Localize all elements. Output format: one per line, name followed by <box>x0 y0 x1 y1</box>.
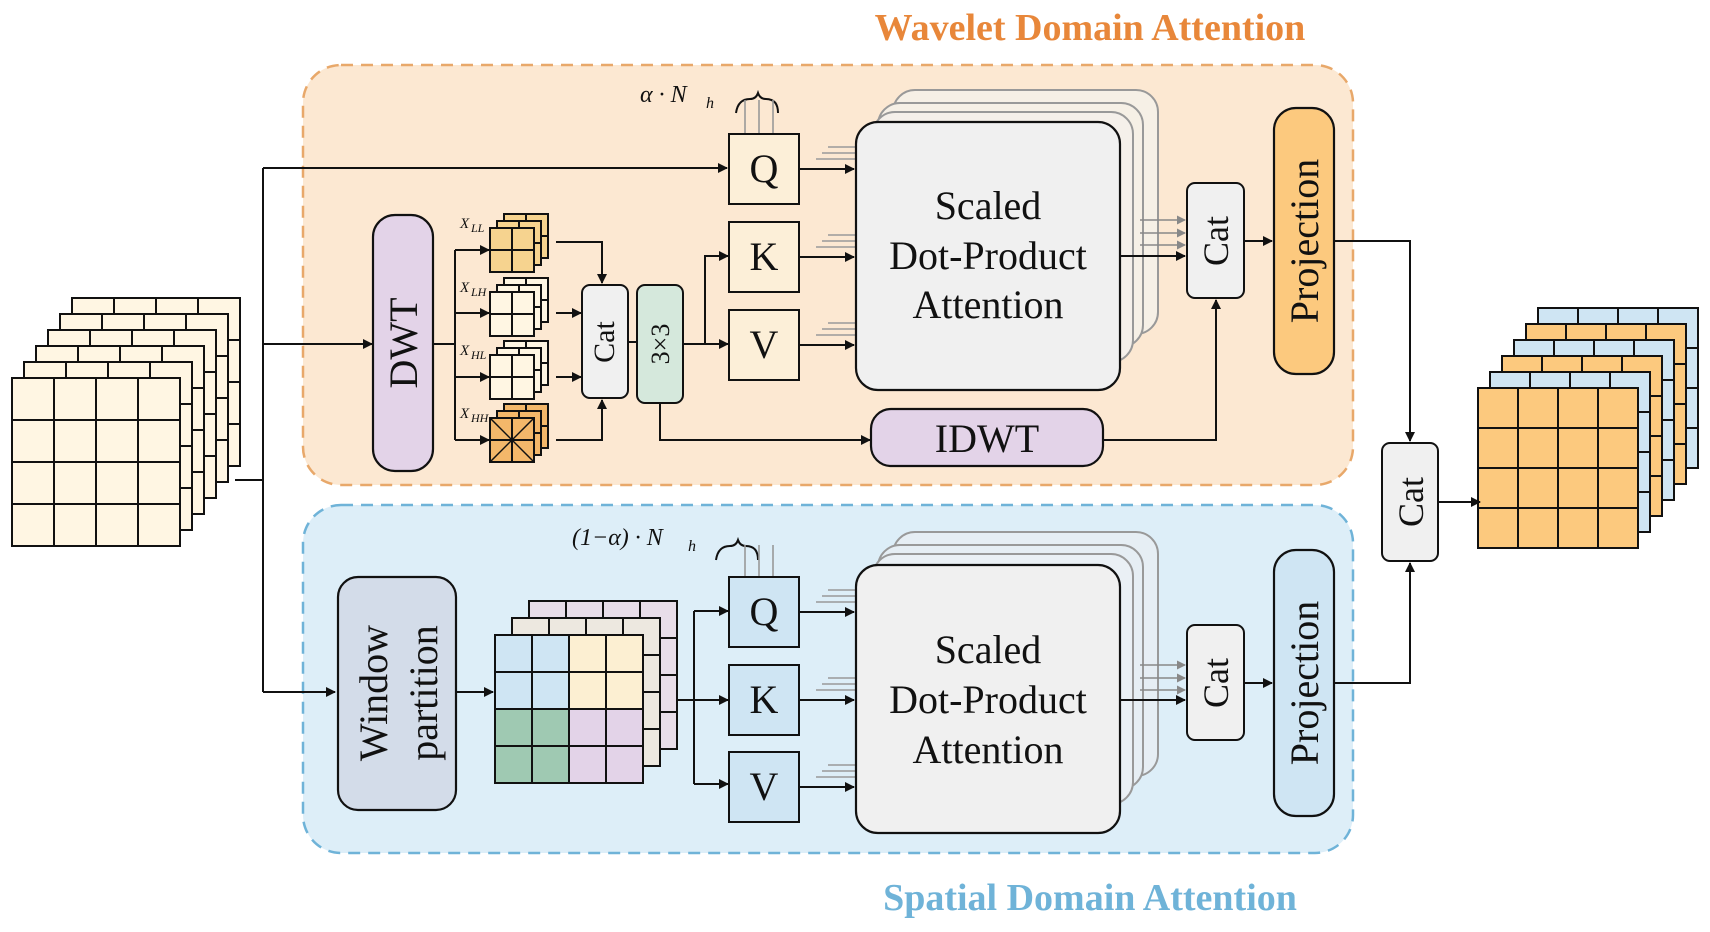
attention-line1-spatial: Scaled <box>935 627 1042 672</box>
svg-text:LH: LH <box>470 285 488 299</box>
k-block-wavelet <box>728 221 800 293</box>
q-label-wavelet: Q <box>750 146 779 191</box>
heads-bracket-spatial <box>715 536 759 561</box>
v-label-wavelet: V <box>750 322 779 367</box>
svg-text:HH: HH <box>470 411 490 425</box>
window-label-line2: partition <box>401 625 446 761</box>
svg-text:α · N: α · N <box>640 82 689 108</box>
projection-label-spatial: Projection <box>1282 601 1327 765</box>
merge-cat-block <box>1381 442 1439 562</box>
subband-label-ll: X LL <box>459 216 485 235</box>
output-layer-0 <box>1477 387 1639 549</box>
q-label-spatial: Q <box>750 589 779 634</box>
attention-line3-wavelet: Attention <box>912 282 1063 327</box>
svg-text:(1−α) · N: (1−α) · N <box>572 525 665 551</box>
dwt-label: DWT <box>381 297 426 388</box>
svg-text:HL: HL <box>470 348 487 362</box>
merge-cat-label: Cat <box>1391 477 1431 527</box>
wavelet-title: Wavelet Domain Attention <box>875 7 1306 49</box>
svg-text:X: X <box>459 280 470 296</box>
attention-line3-spatial: Attention <box>912 727 1063 772</box>
k-label-wavelet: K <box>750 234 779 279</box>
k-label-spatial: K <box>750 677 779 722</box>
attention-line1-wavelet: Scaled <box>935 183 1042 228</box>
dwt-subbands <box>489 213 549 463</box>
output-feature-stack <box>1477 307 1699 549</box>
q-block-wavelet <box>728 133 800 205</box>
v-block-spatial <box>728 751 800 823</box>
input-feature-stack <box>11 297 241 547</box>
v-label-spatial: V <box>750 764 779 809</box>
subband-2-layer-0 <box>489 354 535 400</box>
svg-text:h: h <box>688 538 696 555</box>
subband-0-layer-0 <box>489 227 535 273</box>
cat-left-label: Cat <box>588 321 621 363</box>
window-partition-stack <box>494 600 678 784</box>
subband-1-layer-0 <box>489 291 535 337</box>
v-block-wavelet <box>728 309 800 381</box>
svg-text:h: h <box>706 95 714 112</box>
idwt-block <box>869 407 1105 468</box>
window-label-line1: Window <box>351 625 396 761</box>
window-front-grid <box>494 634 644 784</box>
svg-text:X: X <box>459 343 470 359</box>
svg-text:X: X <box>459 216 470 232</box>
subband-label-hl: X HL <box>459 343 487 362</box>
k-block-spatial <box>728 664 800 736</box>
heads-label-wavelet: α · N h <box>640 82 714 112</box>
heads-label-spatial: (1−α) · N h <box>572 525 696 555</box>
projection-label-wavelet: Projection <box>1282 159 1327 323</box>
cat-right-label-wavelet: Cat <box>1196 216 1236 266</box>
heads-bracket-wavelet <box>735 89 779 114</box>
attention-line2-wavelet: Dot-Product <box>889 233 1087 278</box>
subband-label-lh: X LH <box>459 280 488 299</box>
svg-text:LL: LL <box>470 221 485 235</box>
subband-label-hh: X HH <box>459 406 490 425</box>
attention-line2-spatial: Dot-Product <box>889 677 1087 722</box>
idwt-label: IDWT <box>935 416 1039 461</box>
q-block-spatial <box>728 576 800 648</box>
spatial-title: Spatial Domain Attention <box>883 877 1297 919</box>
hh-pattern <box>489 417 535 463</box>
window-partition-block <box>336 575 458 812</box>
svg-text:X: X <box>459 406 470 422</box>
input-layer-0 <box>11 377 181 547</box>
cat-right-label-spatial: Cat <box>1196 658 1236 708</box>
conv-3x3-label: 3×3 <box>646 324 675 365</box>
